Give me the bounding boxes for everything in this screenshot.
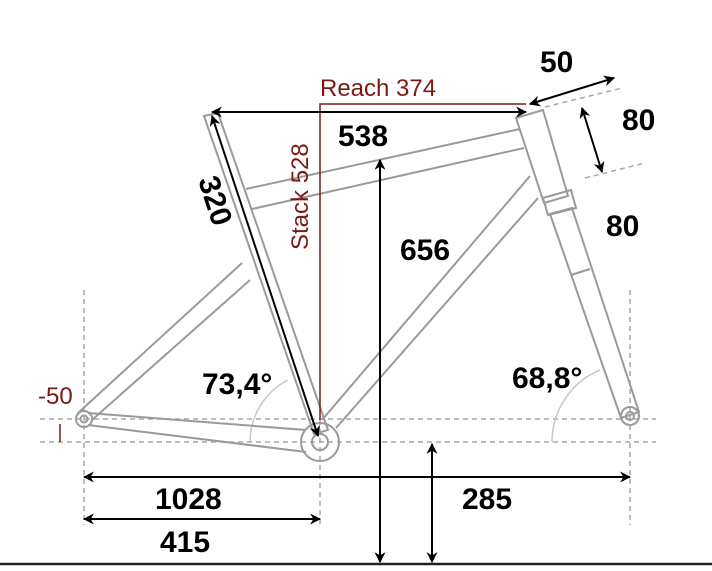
bike-frame	[75, 108, 641, 462]
stem-length-label: 50	[540, 46, 573, 79]
bb-drop-label: -50	[38, 383, 73, 410]
reference-lines	[40, 87, 656, 525]
spacer-label: 80	[606, 210, 639, 243]
head-angle-label: 68,8°	[512, 362, 582, 395]
head-angle-arc	[551, 369, 601, 443]
reach-label: Reach 374	[320, 75, 436, 102]
top-tube-label: 538	[338, 120, 388, 153]
stack-label: Stack 528	[287, 143, 314, 250]
seat-tube-arrow	[209, 114, 321, 438]
stem-height-arrow	[579, 106, 605, 174]
standover-label: 656	[400, 234, 450, 267]
wheelbase-label: 1028	[155, 483, 222, 516]
seat-tube-label: 320	[191, 172, 238, 230]
seat-angle-label: 73,4°	[202, 368, 272, 401]
stem-length-arrow	[528, 75, 616, 107]
bb-height-label: 285	[462, 483, 512, 516]
dimension-arrows	[0, 75, 712, 566]
chainstay-label: 415	[160, 526, 210, 559]
stem-height-label: 80	[622, 104, 655, 137]
